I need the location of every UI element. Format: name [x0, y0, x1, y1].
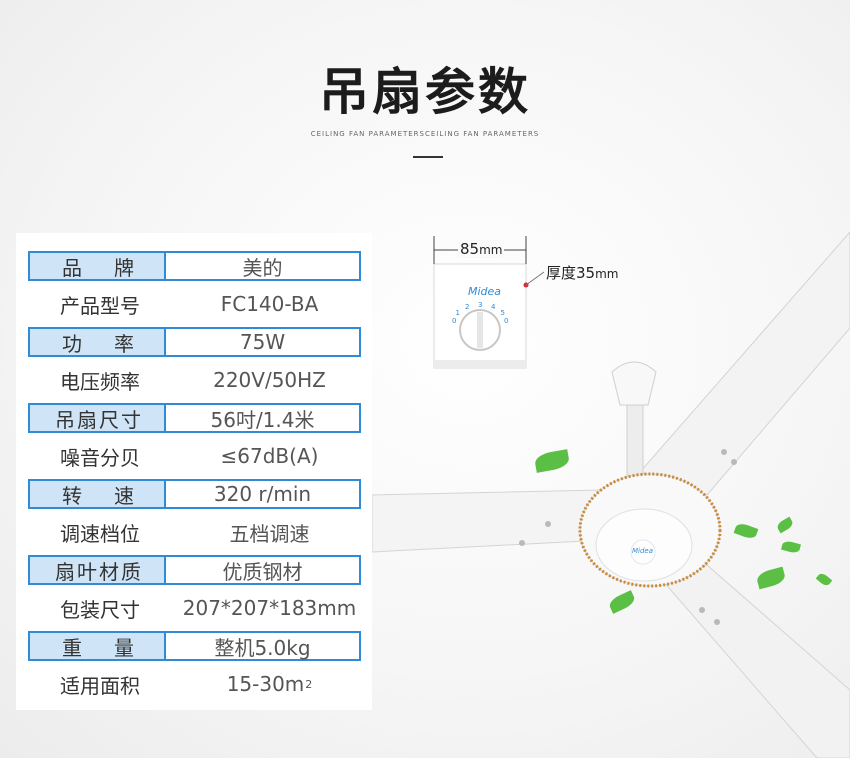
spec-value: 优质钢材: [164, 555, 361, 585]
dial-number: 2: [465, 303, 470, 312]
dial-number: 0: [452, 317, 457, 325]
blade-screw: [699, 607, 705, 613]
unit-superscript: 2: [305, 677, 313, 691]
fan-blade-upper-right: [639, 231, 850, 496]
spec-label: 产品型号: [60, 293, 140, 318]
spec-value: 75W: [164, 327, 361, 357]
spec-row: 品牌美的: [16, 247, 372, 285]
spec-value: 220V/50HZ: [213, 368, 326, 392]
spec-row: 扇叶材质优质钢材: [16, 551, 372, 589]
spec-row: 噪音分贝 ≤67dB(A): [16, 437, 372, 475]
spec-value: 56吋/1.4米: [164, 403, 361, 433]
spec-label: 转速: [28, 479, 170, 509]
spec-label: 噪音分贝: [60, 445, 140, 470]
spec-label: 吊扇尺寸: [28, 403, 170, 433]
width-dimension-label: 85mm: [458, 240, 505, 258]
fan-blade-lower-right: [661, 564, 850, 758]
spec-value: 207*207*183mm: [182, 596, 357, 620]
spec-label: 功率: [28, 327, 170, 357]
dial-number: 4: [491, 303, 496, 312]
spec-value: 整机5.0kg: [164, 631, 361, 661]
spec-label: 调速档位: [60, 521, 140, 546]
fan-logo-icon: [630, 539, 656, 565]
spec-label: 电压频率: [60, 369, 140, 394]
fan-canopy: [611, 361, 657, 406]
spec-value: 美的: [164, 251, 361, 281]
spec-value: 320 r/min: [164, 479, 361, 509]
fan-blade-left: [372, 489, 605, 553]
blade-screw: [714, 619, 720, 625]
spec-label: 包装尺寸: [60, 597, 140, 622]
spec-row: 包装尺寸 207*207*183mm: [16, 589, 372, 627]
spec-row: 产品型号 FC140-BA: [16, 285, 372, 323]
spec-label: 适用面积: [60, 673, 140, 698]
blade-screw: [519, 540, 525, 546]
page-title: 吊扇参数: [319, 63, 531, 121]
blade-screw: [731, 459, 737, 465]
thickness-dimension-label: 厚度35mm: [546, 264, 619, 282]
title-divider: [413, 156, 443, 158]
dial-number: 1: [455, 309, 460, 317]
controller-brand-logo: Midea: [468, 285, 502, 298]
spec-label: 品牌: [28, 251, 170, 281]
spec-value: ≤67dB(A): [220, 444, 319, 468]
spec-label: 重量: [28, 631, 170, 661]
spec-row: 调速档位 五档调速: [16, 513, 372, 551]
dial-number: 5: [500, 309, 505, 317]
fan-trim-ring: [578, 472, 722, 588]
blade-screw: [721, 449, 727, 455]
blade-screw: [545, 521, 551, 527]
fan-downrod: [626, 404, 644, 486]
page-subtitle: CEILING FAN PARAMETERSCEILING FAN PARAME…: [310, 130, 540, 138]
fan-brand-logo: Midea: [632, 547, 654, 555]
spec-value: FC140-BA: [220, 292, 319, 316]
dial-number: 3: [478, 301, 483, 309]
dial-number: 0: [504, 317, 509, 325]
spec-value: 五档调速: [229, 521, 310, 546]
spec-label: 扇叶材质: [28, 555, 170, 585]
spec-row: 重量整机5.0kg: [16, 627, 372, 665]
ceiling-fan-illustration: [372, 231, 850, 758]
spec-row: 电压频率 220V/50HZ: [16, 361, 372, 399]
